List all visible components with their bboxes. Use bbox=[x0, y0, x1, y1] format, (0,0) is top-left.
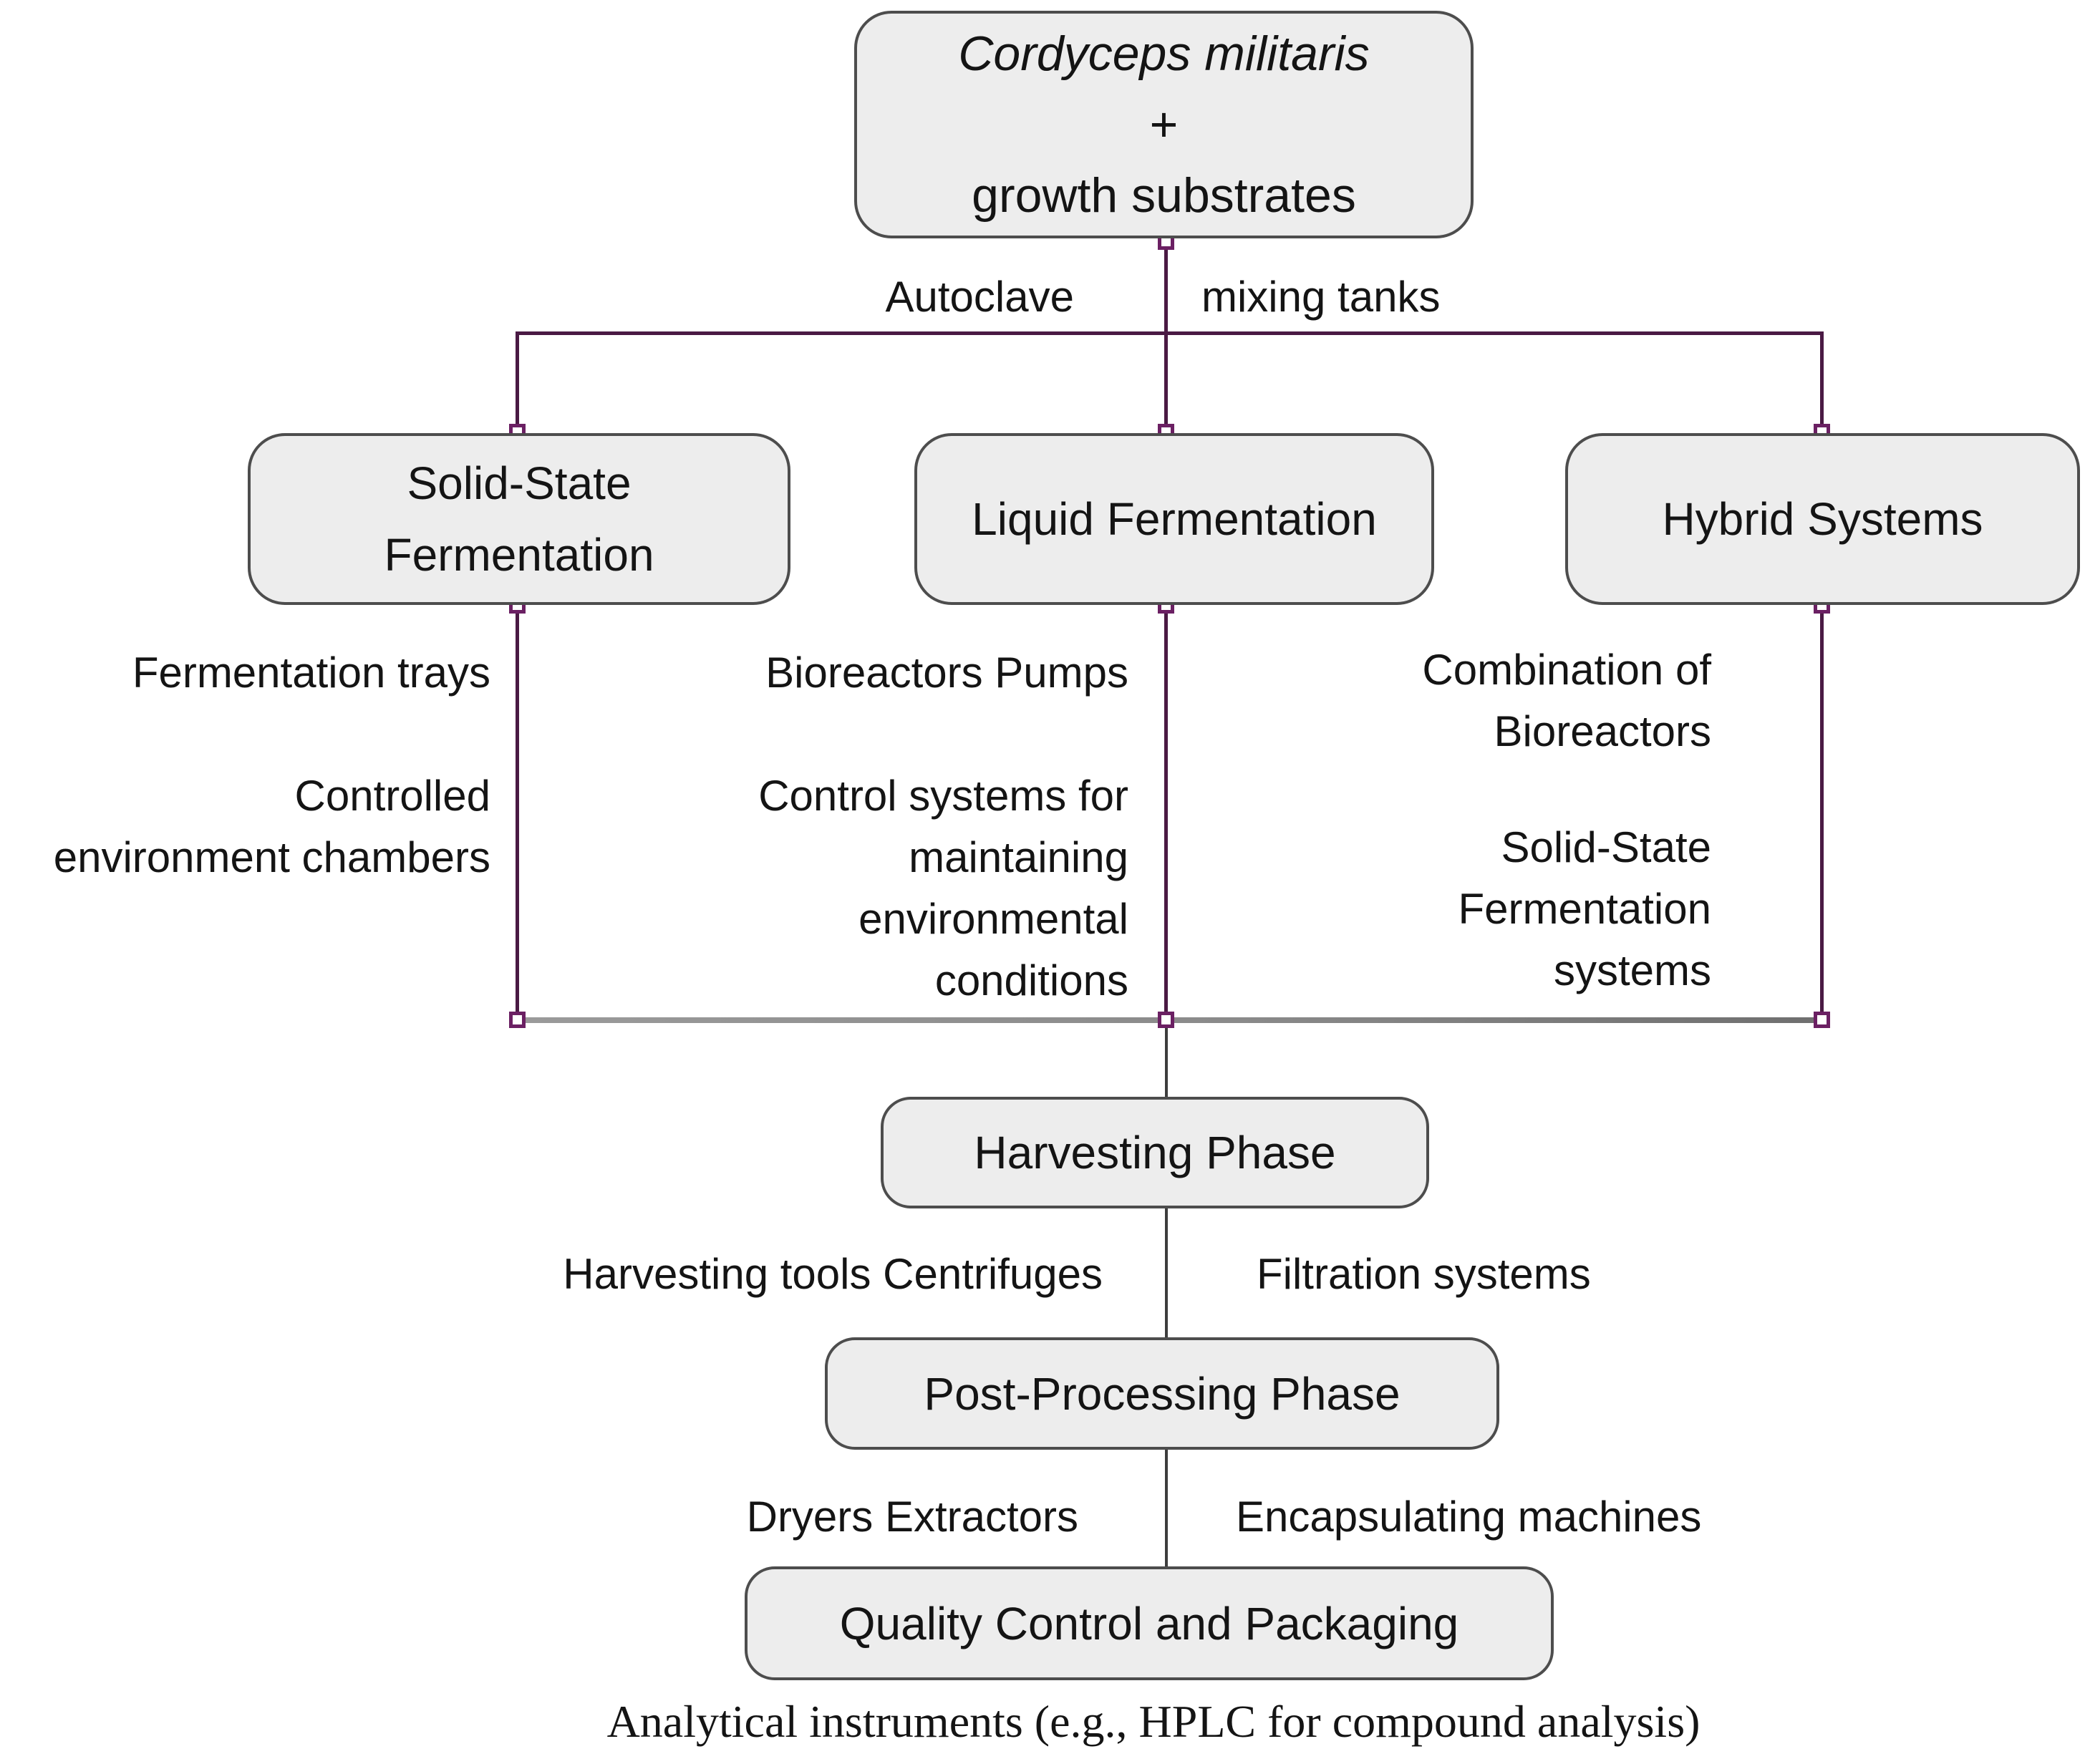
edge-post-to-quality bbox=[1165, 1450, 1168, 1566]
annotation-line: environmental bbox=[858, 895, 1128, 943]
connector-anchor-junction-mid bbox=[1158, 1012, 1174, 1028]
annotation-line: conditions bbox=[934, 956, 1128, 1004]
node-hybrid-label: Hybrid Systems bbox=[1662, 493, 1983, 545]
connector-anchor-junction-left bbox=[509, 1012, 526, 1028]
edge-liquid-to-junction bbox=[1164, 605, 1168, 1022]
annotation-line: Control systems for bbox=[758, 772, 1128, 820]
annotation-line: Bioreactors Pumps bbox=[765, 649, 1128, 697]
edge-rail-to-solid-state bbox=[516, 331, 519, 433]
node-hybrid-systems: Hybrid Systems bbox=[1565, 433, 2080, 605]
connector-anchor-junction-right bbox=[1814, 1012, 1830, 1028]
annotation-line: environment chambers bbox=[53, 833, 490, 881]
node-post-processing-phase: Post-Processing Phase bbox=[825, 1337, 1499, 1450]
node-harvesting-phase: Harvesting Phase bbox=[881, 1097, 1429, 1208]
node-liquid-label: Liquid Fermentation bbox=[972, 493, 1377, 545]
node-quality-control-packaging: Quality Control and Packaging bbox=[745, 1566, 1554, 1680]
edge-solid-state-to-junction bbox=[516, 605, 519, 1022]
node-solid-state-line2: Fermentation bbox=[384, 529, 654, 581]
annotation-line: Fermentation bbox=[1458, 885, 1712, 933]
edge-label-harvesting-tools: Harvesting tools Centrifuges bbox=[563, 1250, 1103, 1298]
node-solid-state-fermentation: Solid-State Fermentation bbox=[248, 433, 790, 605]
annotation-line: maintaining bbox=[909, 833, 1128, 881]
edge-harvest-to-post bbox=[1165, 1208, 1168, 1338]
edge-label-filtration-systems: Filtration systems bbox=[1257, 1250, 1591, 1298]
annotation-hybrid-equipment: Combination of Bioreactors Solid-State F… bbox=[1422, 639, 1711, 1002]
edge-label-dryers-extractors: Dryers Extractors bbox=[746, 1493, 1078, 1541]
annotation-liquid-equipment: Bioreactors Pumps Control systems for ma… bbox=[758, 642, 1128, 1012]
node-post-label: Post-Processing Phase bbox=[924, 1367, 1401, 1420]
annotation-line: Controlled bbox=[294, 772, 491, 820]
node-source: Cordyceps militaris + growth substrates bbox=[854, 11, 1474, 238]
annotation-line: Fermentation trays bbox=[132, 649, 490, 697]
node-source-line2: + bbox=[1149, 97, 1179, 152]
edge-top-rail bbox=[516, 331, 1824, 335]
annotation-line: Bioreactors bbox=[1494, 707, 1711, 755]
edge-hybrid-to-junction bbox=[1820, 605, 1824, 1022]
edge-source-to-liquid bbox=[1164, 241, 1168, 432]
caption-analytical-instruments: Analytical instruments (e.g., HPLC for c… bbox=[606, 1696, 1701, 1747]
edge-rail-to-hybrid bbox=[1820, 331, 1824, 433]
edge-junction-to-harvest bbox=[1165, 1023, 1168, 1097]
node-source-line1: Cordyceps militaris bbox=[958, 26, 1370, 81]
edge-label-autoclave: Autoclave bbox=[885, 273, 1075, 321]
node-source-line3: growth substrates bbox=[972, 168, 1356, 223]
node-quality-label: Quality Control and Packaging bbox=[839, 1597, 1459, 1649]
edge-label-mixing-tanks: mixing tanks bbox=[1201, 273, 1441, 321]
annotation-line: systems bbox=[1553, 946, 1711, 994]
node-harvest-label: Harvesting Phase bbox=[974, 1127, 1336, 1178]
edge-label-encapsulating-machines: Encapsulating machines bbox=[1236, 1493, 1702, 1541]
node-liquid-fermentation: Liquid Fermentation bbox=[914, 433, 1434, 605]
annotation-line: Solid-State bbox=[1501, 823, 1712, 871]
annotation-line: Combination of bbox=[1422, 646, 1711, 694]
annotation-solid-state-equipment: Fermentation trays Controlled environmen… bbox=[54, 642, 490, 888]
node-solid-state-line1: Solid-State bbox=[407, 457, 632, 509]
